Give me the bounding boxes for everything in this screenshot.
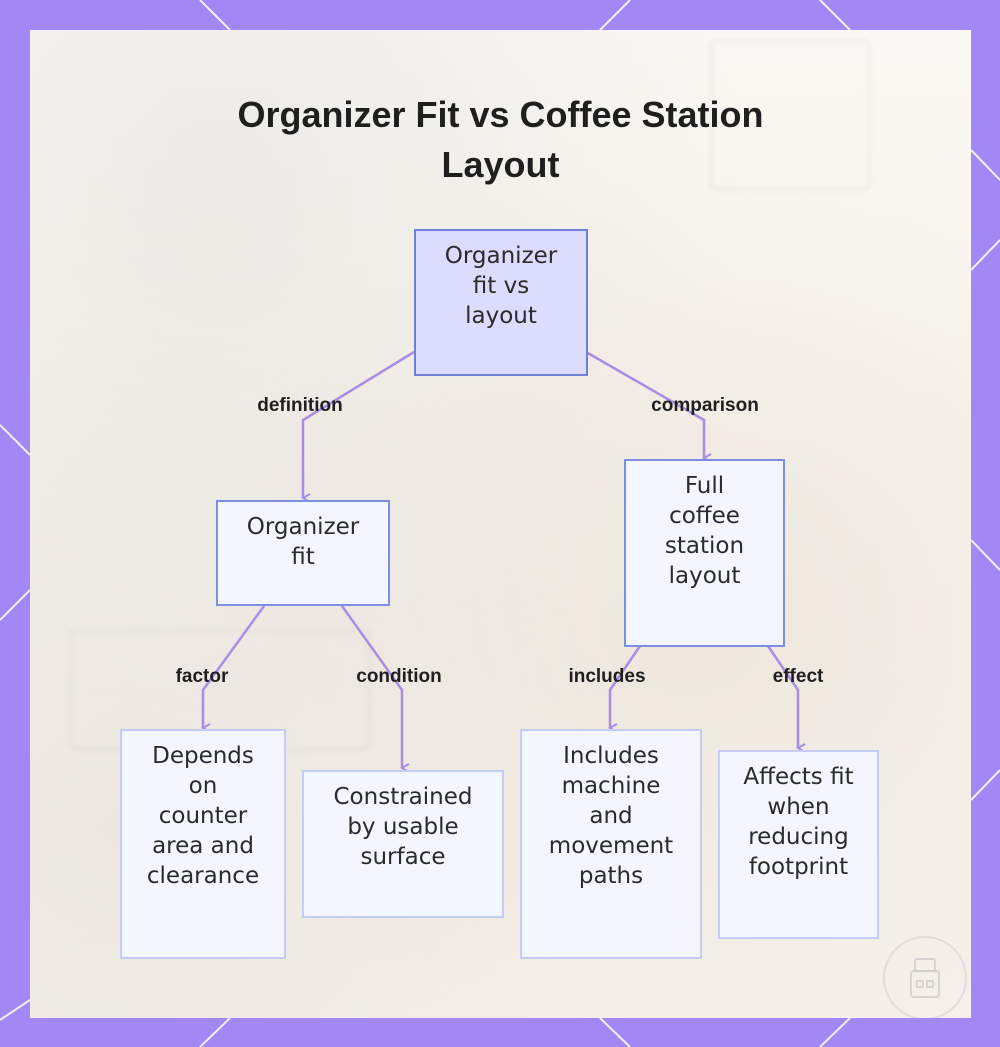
node-organizer-fit-vs-layout: Organizer fit vs layout bbox=[414, 229, 588, 376]
edge-comparison-line bbox=[585, 350, 704, 458]
edge-label-condition: condition bbox=[356, 666, 442, 687]
node-text-line: machine bbox=[561, 773, 661, 799]
node-text-line: by usable bbox=[347, 814, 459, 840]
node-text-line: Organizer bbox=[444, 243, 558, 269]
node-includes-machine: Includes machine and movement paths bbox=[520, 729, 702, 959]
node-organizer-fit: Organizer fit bbox=[216, 500, 390, 606]
node-text-line: Constrained bbox=[333, 784, 473, 810]
node-text-line: layout bbox=[668, 563, 741, 589]
edge-label-definition: definition bbox=[257, 395, 343, 416]
edge-factor-line bbox=[203, 605, 266, 728]
node-text-line: footprint bbox=[748, 854, 849, 880]
node-text-line: Depends bbox=[152, 743, 254, 769]
edge-effect-line bbox=[766, 645, 798, 748]
node-text-line: reducing bbox=[748, 824, 849, 850]
node-text-line: movement bbox=[548, 833, 674, 859]
coffee-machine-icon bbox=[910, 958, 940, 998]
node-depends-on-counter: Depends on counter area and clearance bbox=[120, 729, 286, 959]
edge-condition-line bbox=[340, 605, 402, 768]
connector-lines bbox=[30, 350, 971, 1018]
node-text-line: surface bbox=[360, 844, 446, 870]
node-text-line: Full bbox=[684, 473, 725, 499]
background-shape bbox=[710, 40, 870, 190]
edge-includes-line bbox=[610, 645, 642, 728]
node-full-coffee-station-layout: Full coffee station layout bbox=[624, 459, 785, 647]
title-line-2: Layout bbox=[441, 144, 560, 185]
node-text-line: area and bbox=[152, 833, 254, 859]
node-text-line: clearance bbox=[146, 863, 260, 889]
watermark-logo bbox=[883, 936, 967, 1018]
node-text-line: fit vs bbox=[472, 273, 530, 299]
node-text-line: fit bbox=[291, 544, 315, 570]
node-affects-fit: Affects fit when reducing footprint bbox=[718, 750, 879, 939]
edge-label-effect: effect bbox=[772, 666, 824, 687]
node-text-line: Organizer bbox=[246, 514, 360, 540]
edge-label-includes: includes bbox=[568, 666, 646, 687]
node-text-line: and bbox=[589, 803, 633, 829]
diagram-panel: Organizer Fit vs Coffee Station Layout d… bbox=[30, 30, 971, 1018]
node-text-line: Includes bbox=[563, 743, 659, 769]
node-text-line: on bbox=[188, 773, 218, 799]
node-text-line: coffee bbox=[669, 503, 740, 529]
node-text-line: paths bbox=[578, 863, 644, 889]
node-text-line: when bbox=[767, 794, 830, 820]
edge-label-comparison: comparison bbox=[651, 395, 759, 416]
node-text-line: Affects fit bbox=[743, 764, 854, 790]
page-title: Organizer Fit vs Coffee Station Layout bbox=[30, 90, 971, 190]
title-line-1: Organizer Fit vs Coffee Station bbox=[237, 94, 764, 135]
edge-label-factor: factor bbox=[175, 666, 229, 687]
node-text-line: counter bbox=[158, 803, 248, 829]
node-text-line: layout bbox=[465, 303, 537, 329]
node-text-line: station bbox=[664, 533, 745, 559]
edge-definition-line bbox=[303, 350, 415, 498]
node-constrained-by-surface: Constrained by usable surface bbox=[302, 770, 504, 918]
